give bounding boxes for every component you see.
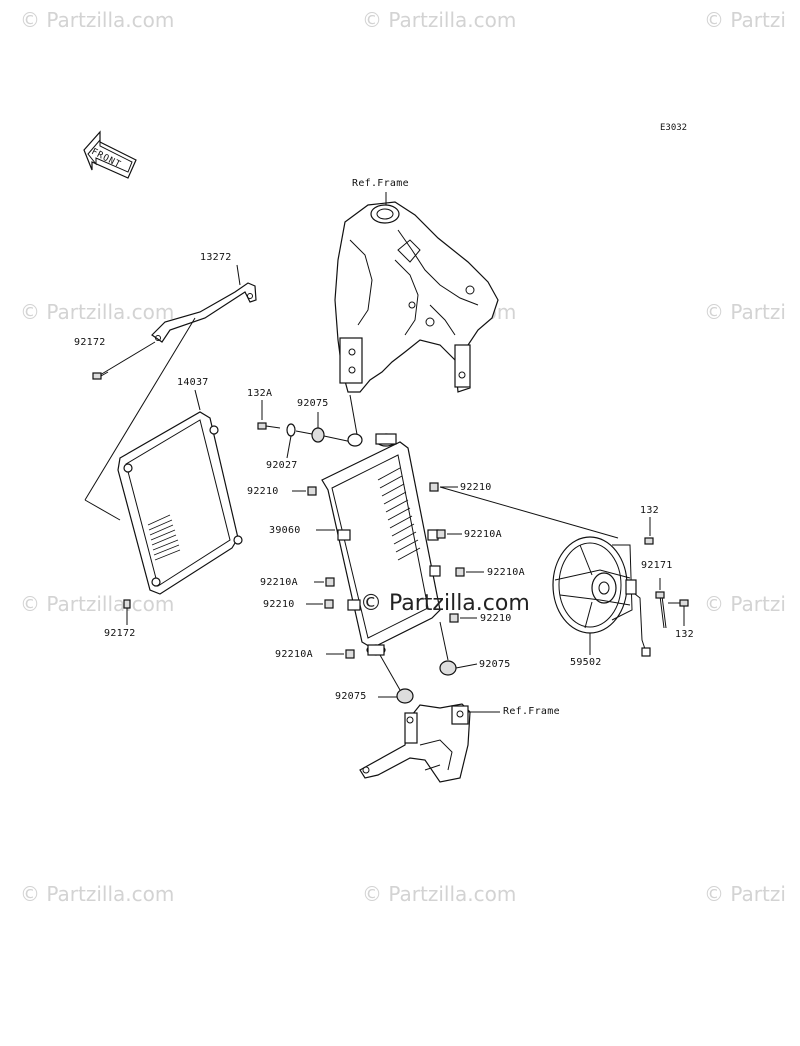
washer-92027-drawing — [286, 423, 296, 459]
label-13272[interactable]: 13272 — [200, 252, 232, 263]
leader-line — [323, 435, 353, 443]
nut-92210a-left1-drawing — [325, 577, 335, 587]
leader-line — [84, 317, 196, 501]
label-39060[interactable]: 39060 — [269, 525, 301, 536]
leader-line — [439, 486, 619, 539]
label-ref-frame-bottom[interactable]: Ref.Frame — [503, 706, 560, 717]
front-arrow-icon — [83, 130, 137, 179]
label-92210-right1[interactable]: 92210 — [460, 482, 492, 493]
watermark: © Partzilla.com — [362, 8, 517, 32]
bolt-132-top-drawing — [644, 517, 654, 545]
grommet-92075-right-drawing — [439, 660, 457, 676]
leader-line — [236, 264, 241, 286]
label-92210-right2[interactable]: 92210 — [480, 613, 512, 624]
label-92210-left2[interactable]: 92210 — [263, 599, 295, 610]
nut-92210-right2-drawing — [449, 613, 459, 623]
label-132a[interactable]: 132A — [247, 388, 273, 399]
watermark: © Partzilla.com — [20, 300, 175, 324]
label-132-top[interactable]: 132 — [640, 505, 659, 516]
center-watermark: © Partzilla.com — [360, 591, 530, 616]
nut-92210-left2-drawing — [324, 599, 334, 609]
label-92027[interactable]: 92027 — [266, 460, 298, 471]
grommet-92075-top-drawing — [311, 412, 325, 443]
label-92075-left[interactable]: 92075 — [335, 691, 367, 702]
label-92075-top[interactable]: 92075 — [297, 398, 329, 409]
nut-92210-left1-drawing — [307, 486, 317, 496]
leader-line — [295, 430, 313, 435]
bolt-92172-bottom-drawing — [123, 599, 131, 625]
bolt-132a-drawing — [257, 400, 281, 430]
label-14037[interactable]: 14037 — [177, 377, 209, 388]
label-59502[interactable]: 59502 — [570, 657, 602, 668]
leader-line — [84, 499, 121, 521]
label-92075-right[interactable]: 92075 — [479, 659, 511, 670]
label-92171[interactable]: 92171 — [641, 560, 673, 571]
watermark: © Partzilla.com — [20, 882, 175, 906]
bolt-92172-top-drawing — [92, 371, 109, 380]
label-92172-top[interactable]: 92172 — [74, 337, 106, 348]
nut-92210a-right1-drawing — [436, 529, 446, 539]
bolt-92171-drawing — [655, 578, 667, 629]
label-92172-bottom[interactable]: 92172 — [104, 628, 136, 639]
nut-92210-right1-drawing — [429, 482, 439, 492]
label-92210a-right2[interactable]: 92210A — [487, 567, 525, 578]
watermark: © Partzi — [704, 592, 786, 616]
diagram-code: E3032 — [660, 123, 688, 133]
watermark: © Partzilla.com — [362, 882, 517, 906]
grommet-92075-left-drawing — [396, 688, 414, 704]
bolt-132-bottom-drawing — [668, 599, 689, 626]
watermark: © Partzilla.com — [20, 592, 175, 616]
radiator-39060-drawing — [321, 433, 441, 656]
leader-line — [194, 389, 201, 411]
leader-line — [349, 394, 359, 441]
fan-59502-drawing — [552, 536, 651, 657]
watermark: © Partzi — [704, 8, 786, 32]
watermark: © Partzilla.com — [20, 8, 175, 32]
screen-14037-drawing — [117, 411, 243, 595]
label-92210a-left1[interactable]: 92210A — [260, 577, 298, 588]
label-92210a-left2[interactable]: 92210A — [275, 649, 313, 660]
frame-lower-drawing — [359, 703, 471, 783]
leader-line — [99, 341, 156, 376]
watermark: © Partzi — [704, 300, 786, 324]
bracket-13272-drawing — [151, 282, 257, 343]
label-92210a-right1[interactable]: 92210A — [464, 529, 502, 540]
label-132-bottom[interactable]: 132 — [675, 629, 694, 640]
watermark: © Partzi — [704, 882, 786, 906]
nut-92210a-right2-drawing — [455, 567, 465, 577]
frame-upper-drawing — [334, 201, 499, 393]
label-92210-left1[interactable]: 92210 — [247, 486, 279, 497]
label-ref-frame-top[interactable]: Ref.Frame — [352, 178, 409, 189]
nut-92210a-left2-drawing — [345, 649, 355, 659]
